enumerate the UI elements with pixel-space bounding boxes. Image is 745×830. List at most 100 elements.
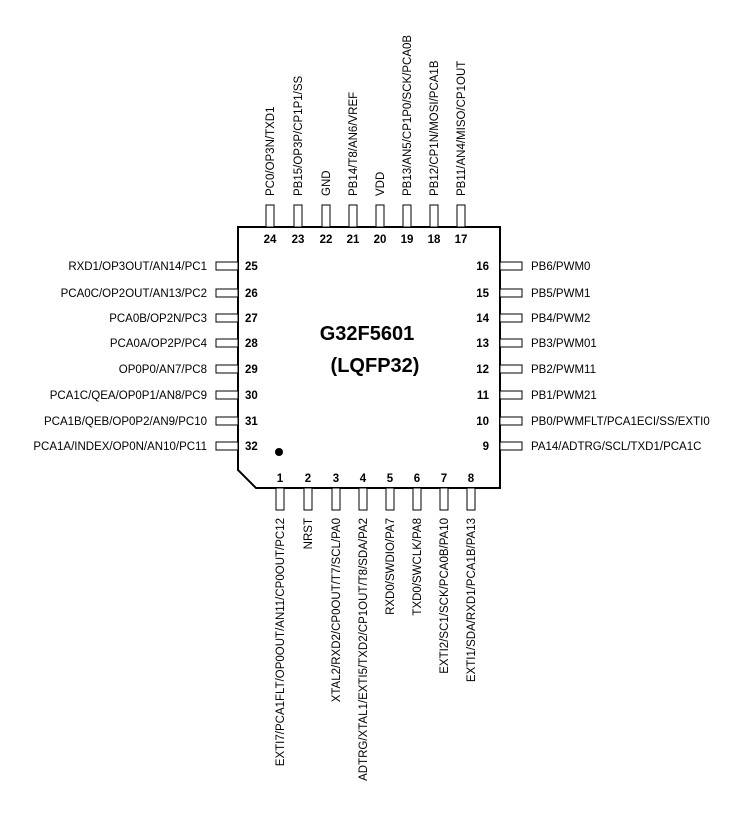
pin-31-number: 31: [245, 416, 258, 428]
pin-15-lead: [499, 288, 523, 298]
pin-6-label: TXD0/SWCLK/PA8: [412, 518, 424, 616]
pin-32-number: 32: [245, 441, 258, 453]
pin-21-lead: [348, 204, 358, 228]
pin-6-lead: [412, 487, 422, 511]
pin-11-number: 11: [477, 390, 490, 402]
pin-17-label: PB11/AN4/MISO/CP1OUT: [456, 61, 468, 196]
pin-28-label: PCA0A/OP2P/PC4: [110, 338, 208, 350]
pin-3-label: XTAL2/RXD2/CP0OUT/T7/SCL/PA0: [331, 518, 343, 702]
pin-19-lead: [402, 204, 412, 228]
pin-22-label: GND: [321, 170, 333, 196]
pin-5-lead: [385, 487, 395, 511]
pin-25-lead: [215, 261, 239, 271]
pin-15-number: 15: [476, 288, 489, 300]
pin-22-lead: [321, 204, 331, 228]
pin-12-label: PB2/PWM11: [531, 364, 596, 376]
pin-21-label: PB14/T8/AN6/VREF: [348, 92, 360, 196]
pin-5-label: RXD0/SWDIO/PA7: [385, 518, 397, 615]
pin-16-number: 16: [476, 261, 489, 273]
pin-1-lead: [275, 487, 285, 511]
pin-12-number: 12: [476, 364, 489, 376]
pin-3-lead: [331, 487, 341, 511]
pin-10-number: 10: [476, 416, 489, 428]
pin-31-lead: [215, 416, 239, 426]
pin-14-label: PB4/PWM2: [531, 313, 590, 325]
pin-11-lead: [499, 390, 523, 400]
pin-26-number: 26: [245, 288, 258, 300]
pin-24-label: PC0/OP3N/TXD1: [265, 107, 277, 196]
pin-25-number: 25: [245, 261, 258, 273]
pin-24-lead: [265, 204, 275, 228]
pin-20-label: VDD: [375, 172, 387, 196]
pin-31-label: PCA1B/QEB/OP0P2/AN9/PC10: [44, 416, 207, 428]
pin-19-number: 19: [401, 234, 414, 246]
pin-22-number: 22: [320, 234, 333, 246]
pin-32-label: PCA1A/INDEX/OP0N/AN10/PC11: [33, 441, 207, 453]
pin-9-number: 9: [483, 441, 489, 453]
pin-30-lead: [215, 390, 239, 400]
pin-2-label: NRST: [303, 518, 315, 549]
pin-18-lead: [429, 204, 439, 228]
pin-20-number: 20: [374, 234, 387, 246]
pin-27-label: PCA0B/OP2N/PC3: [109, 313, 207, 325]
pin-5-number: 5: [387, 473, 394, 485]
pin-1-label: EXTI7/PCA1FLT/OP0OUT/AN11/CP0OUT/PC12: [275, 518, 287, 766]
pin-25-label: RXD1/OP3OUT/AN14/PC1: [68, 261, 207, 273]
pin-7-number: 7: [441, 473, 447, 485]
pin-21-number: 21: [347, 234, 360, 246]
pin-8-label: EXTI1/SDA/RXD1/PCA1B/PA13: [466, 518, 478, 682]
pin-15-label: PB5/PWM1: [531, 288, 590, 300]
pin-10-lead: [499, 416, 523, 426]
pin-14-number: 14: [476, 313, 489, 325]
pin-19-label: PB13/AN5/CP1P0/SCK/PCA0B: [402, 35, 414, 196]
pin-7-lead: [439, 487, 449, 511]
pin-8-lead: [466, 487, 476, 511]
pin-18-label: PB12/CP1N/MOSI/PCA1B: [429, 60, 441, 196]
pins-layer: 24PC0/OP3N/TXD123PB15/OP3P/CP1P1/SS22GND…: [33, 35, 709, 781]
pin-12-lead: [499, 364, 523, 374]
pin-13-label: PB3/PWM01: [531, 338, 597, 350]
pin-20-lead: [375, 204, 385, 228]
pin-23-label: PB15/OP3P/CP1P1/SS: [293, 75, 305, 196]
chip-name: G32F5601: [320, 323, 415, 345]
pin-17-lead: [456, 204, 466, 228]
chip-package: (LQFP32): [331, 355, 420, 377]
pin-29-label: OP0P0/AN7/PC8: [119, 364, 207, 376]
pin-16-label: PB6/PWM0: [531, 261, 590, 273]
pin-4-label: ADTRG/XTAL1/EXTI5/TXD2/CP1OUT/T8/SDA/PA2: [358, 518, 370, 781]
pin-16-lead: [499, 261, 523, 271]
chip-body: [237, 226, 501, 489]
pin-18-number: 18: [428, 234, 441, 246]
pin-10-label: PB0/PWMFLT/PCA1ECI/SS/EXTI0: [531, 416, 710, 428]
pin-4-number: 4: [360, 473, 367, 485]
pin-9-label: PA14/ADTRG/SCL/TXD1/PCA1C: [531, 441, 701, 453]
pin-26-label: PCA0C/OP2OUT/AN13/PC2: [61, 288, 207, 300]
pin-28-lead: [215, 338, 239, 348]
pin-7-label: EXTI2/SC1/SCK/PCA0B/PA10: [439, 518, 451, 674]
pin-23-lead: [293, 204, 303, 228]
pin-8-number: 8: [468, 473, 475, 485]
pin-29-lead: [215, 364, 239, 374]
pin-30-number: 30: [245, 390, 258, 402]
pin-4-lead: [358, 487, 368, 511]
pin-2-number: 2: [305, 473, 311, 485]
pin-30-label: PCA1C/QEA/OP0P1/AN8/PC9: [50, 390, 207, 402]
pin-1-number: 1: [277, 473, 284, 485]
pin-6-number: 6: [414, 473, 420, 485]
pin-13-lead: [499, 338, 523, 348]
pin-32-lead: [215, 441, 239, 451]
pin-24-number: 24: [264, 234, 277, 246]
pin-27-number: 27: [245, 313, 258, 325]
pin-17-number: 17: [455, 234, 468, 246]
pin-9-lead: [499, 441, 523, 451]
pin-2-lead: [303, 487, 313, 511]
pin-11-label: PB1/PWM21: [531, 390, 597, 402]
pin-28-number: 28: [245, 338, 258, 350]
pin-26-lead: [215, 288, 239, 298]
pin-29-number: 29: [245, 364, 258, 376]
pin-13-number: 13: [476, 338, 489, 350]
pin-3-number: 3: [333, 473, 339, 485]
pin-14-lead: [499, 313, 523, 323]
pin-23-number: 23: [292, 234, 305, 246]
